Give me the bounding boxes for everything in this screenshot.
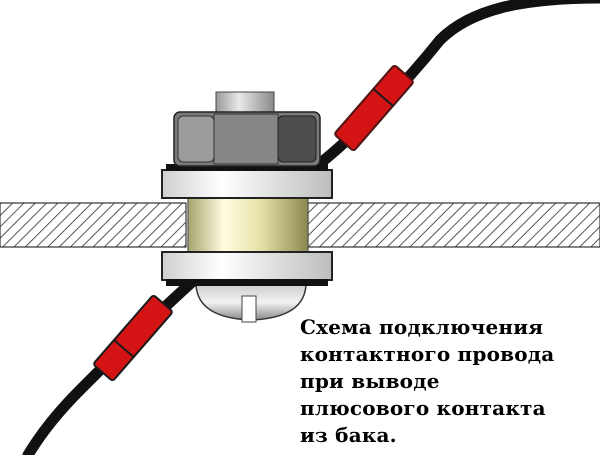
tank-wall-right [307,202,600,248]
insulating-bushing [187,191,309,259]
hex-nut [173,111,321,167]
caption-line-4: плюсового контакта [300,396,546,420]
upper-insulation-sleeve [334,64,414,152]
bolt-assembly [161,91,333,323]
lower-washer [161,251,333,281]
tank-wall [0,202,600,248]
lower-wire [22,276,198,455]
bolt-head-slot [241,295,257,323]
caption-line-1: Схема подключения [300,315,544,339]
caption-line-5: из бака. [300,423,397,447]
upper-wire [304,0,600,173]
caption-line-2: контактного провода [300,342,555,366]
diagram-caption: Схема подключения контактного провода пр… [300,314,596,449]
bolt-cap [215,91,275,115]
lower-washer-gasket [166,279,328,286]
tank-wall-left [0,202,187,248]
upper-washer-gasket [166,164,328,171]
lower-insulation-sleeve [93,294,173,382]
upper-washer [161,169,333,199]
caption-line-3: при выводе [300,369,440,393]
